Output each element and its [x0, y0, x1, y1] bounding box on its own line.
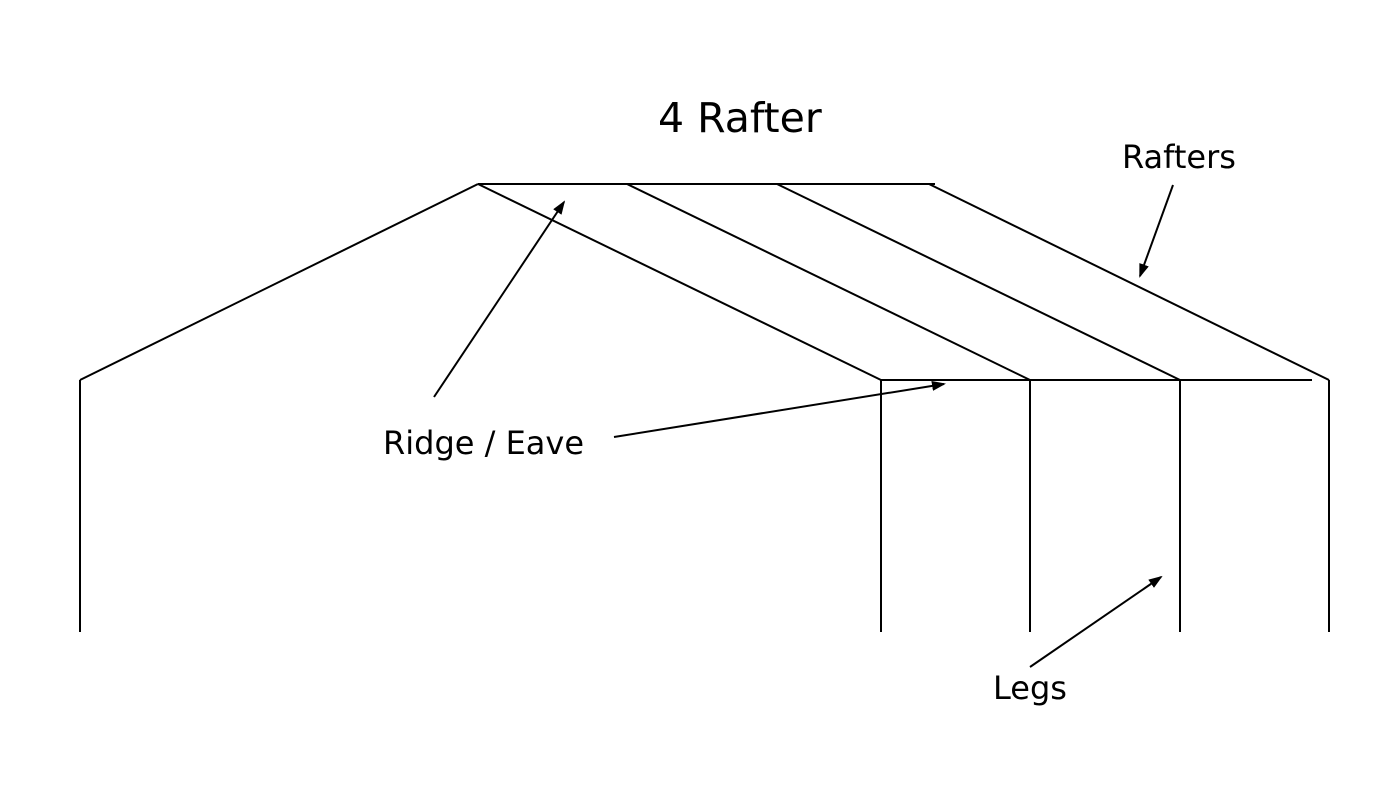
rafter-3: [776, 183, 1181, 381]
diagram-title: 4 Rafter: [658, 94, 822, 142]
gable-rafter-right: [477, 183, 882, 381]
rafters-label: Rafters: [1122, 138, 1236, 176]
legs-arrow: [1029, 575, 1163, 668]
rafter-2: [626, 183, 1031, 381]
legs-label: Legs: [993, 669, 1067, 707]
ridge-eave-label: Ridge / Eave: [383, 424, 585, 462]
eave-arrow: [613, 380, 946, 438]
rafter-4: [928, 183, 1330, 381]
ridge-arrow: [433, 200, 566, 398]
gable-rafter-left: [79, 183, 479, 381]
rafters-arrow: [1139, 184, 1174, 278]
